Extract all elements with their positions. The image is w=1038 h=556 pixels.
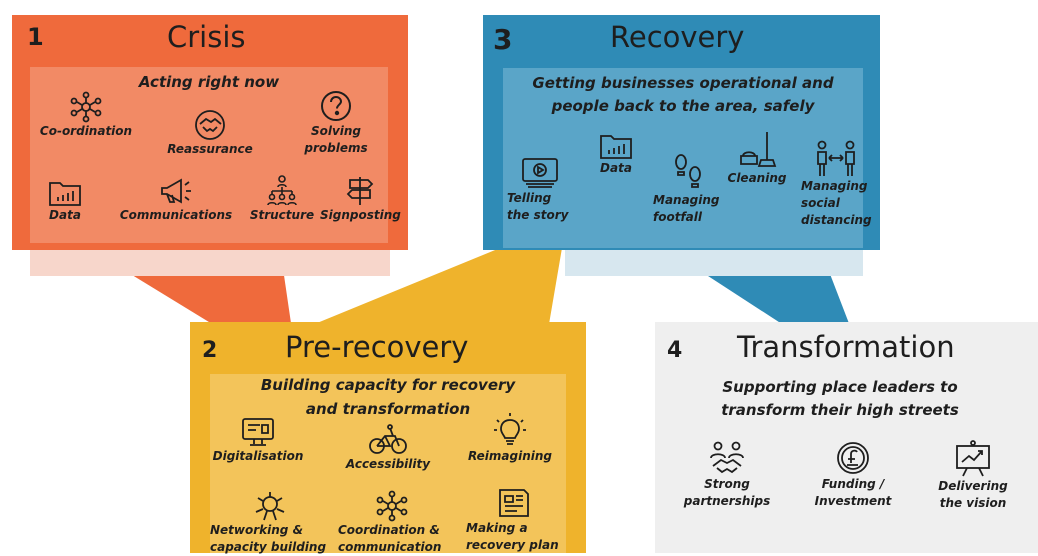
footprints-icon xyxy=(675,154,701,188)
bicycle-icon xyxy=(369,424,407,454)
partnerships-item: Strong partnerships xyxy=(677,440,777,510)
network-icon xyxy=(70,91,102,123)
delivering-vision-label-1: Delivering xyxy=(938,479,1008,493)
coordination-communication-label-1: Coordination & xyxy=(338,523,440,537)
digitalisation-item: Digitalisation xyxy=(210,416,306,465)
computer-icon xyxy=(242,418,274,446)
structure-item: Structure xyxy=(242,175,322,224)
crisis-data-item: Data xyxy=(40,179,90,224)
pound-coin-icon xyxy=(837,442,869,474)
coordination-item: Co-ordination xyxy=(36,91,136,140)
question-icon xyxy=(321,91,351,121)
crisis-panel: 1 Crisis Acting right now Co-ordination … xyxy=(12,15,408,250)
stage-title: Transformation xyxy=(737,330,955,364)
megaphone-icon xyxy=(161,178,191,204)
coordination-communication-item: Coordination & communication xyxy=(338,490,446,556)
pre-recovery-panel: 2 Pre-recovery Building capacity for rec… xyxy=(190,322,586,556)
recovery-plan-item: Making a recovery plan xyxy=(466,486,562,554)
org-chart-icon xyxy=(267,175,297,206)
funding-label-1: Funding / xyxy=(821,477,885,491)
stage-subtitle-line-2: and transformation xyxy=(305,400,471,418)
stage-subtitle-line-1: Supporting place leaders to xyxy=(722,378,958,396)
group-hands-icon xyxy=(255,492,285,521)
stage-subtitle-line-2: people back to the area, safely xyxy=(551,97,815,115)
stage-number: 2 xyxy=(202,338,218,363)
pre-recovery-connector xyxy=(300,248,562,330)
network-icon xyxy=(376,490,408,522)
stage-subtitle-line-1: Getting businesses operational and xyxy=(532,74,834,92)
distancing-icon xyxy=(817,140,855,176)
recovery-plan-label-1: Making a xyxy=(466,521,528,535)
stage-title: Recovery xyxy=(610,20,745,54)
managing-footfall-item: Managing footfall xyxy=(653,152,723,226)
crisis-data-label: Data xyxy=(49,208,81,222)
partnerships-label-2: partnerships xyxy=(683,494,771,508)
communications-label: Communications xyxy=(119,208,233,222)
partnership-icon xyxy=(710,441,744,474)
signposting-item: Signposting xyxy=(320,175,401,224)
signposting-label: Signposting xyxy=(320,208,401,222)
networking-label-2: capacity building xyxy=(210,540,327,554)
stage-subtitle-line-1: Building capacity for recovery xyxy=(260,376,516,394)
networking-item: Networking & capacity building xyxy=(210,490,330,556)
telling-story-label-1: Telling xyxy=(507,191,552,205)
coordination-label: Co-ordination xyxy=(39,124,133,138)
stage-title: Pre-recovery xyxy=(285,330,469,364)
recovery-data-item: Data xyxy=(591,132,641,177)
stage-number: 4 xyxy=(667,338,683,363)
coordination-communication-label-2: communication xyxy=(338,540,442,554)
cleaning-label: Cleaning xyxy=(727,171,787,185)
stage-title: Crisis xyxy=(167,20,246,54)
networking-label-1: Networking & xyxy=(210,523,304,537)
delivering-vision-label-2: the vision xyxy=(939,496,1007,510)
funding-item: Funding / Investment xyxy=(803,440,903,510)
presentation-board-icon xyxy=(956,440,990,477)
recovery-panel: 3 Recovery Getting businesses operationa… xyxy=(483,15,880,250)
partnerships-label-1: Strong xyxy=(704,477,750,491)
digitalisation-label: Digitalisation xyxy=(212,449,304,463)
video-screen-icon xyxy=(522,158,558,188)
social-distancing-label-1: Managing xyxy=(801,179,868,193)
managing-footfall-label-1: Managing xyxy=(653,193,720,207)
recovery-inner-box: Getting businesses operational and peopl… xyxy=(503,68,872,248)
stage-subtitle-line-2: transform their high streets xyxy=(721,401,959,419)
crisis-inner-box: Acting right now Co-ordination Reassuran… xyxy=(30,67,401,243)
cleaning-icon xyxy=(740,132,777,167)
communications-item: Communications xyxy=(118,175,234,224)
accessibility-item: Accessibility xyxy=(338,424,438,473)
data-folder-icon xyxy=(600,135,632,159)
stage-number: 3 xyxy=(493,23,513,56)
reassurance-item: Reassurance xyxy=(160,109,260,158)
stage-subtitle: Acting right now xyxy=(138,73,280,91)
social-distancing-label-3: distancing xyxy=(801,213,872,227)
pre-recovery-inner-box: Building capacity for recovery and trans… xyxy=(210,374,566,556)
recovery-plan-label-2: recovery plan xyxy=(466,538,559,552)
accessibility-label: Accessibility xyxy=(345,457,431,471)
reassurance-label: Reassurance xyxy=(167,142,253,156)
transformation-panel: 4 Transformation Supporting place leader… xyxy=(655,322,1038,553)
stage-number: 1 xyxy=(27,23,44,51)
social-distancing-item: Managing social distancing xyxy=(801,140,872,229)
signpost-icon xyxy=(346,177,374,205)
delivering-vision-item: Delivering the vision xyxy=(923,440,1023,512)
telling-story-label-2: the story xyxy=(507,208,569,222)
recovery-panel-shadow xyxy=(565,250,863,276)
telling-story-item: Telling the story xyxy=(507,156,573,224)
handshake-icon xyxy=(195,110,225,140)
funding-label-2: Investment xyxy=(814,494,892,508)
solving-problems-label: Solving problems xyxy=(304,124,368,155)
plan-map-icon xyxy=(499,489,529,517)
recovery-data-label: Data xyxy=(600,161,632,175)
lightbulb-icon xyxy=(494,413,526,445)
cleaning-item: Cleaning xyxy=(725,130,789,187)
reimagining-label: Reimagining xyxy=(468,449,552,463)
reimagining-item: Reimagining xyxy=(462,412,558,465)
solving-problems-item: Solving problems xyxy=(282,89,390,157)
social-distancing-label-2: social xyxy=(801,196,840,210)
data-folder-icon xyxy=(49,182,81,206)
managing-footfall-label-2: footfall xyxy=(653,210,702,224)
crisis-panel-shadow xyxy=(30,250,390,276)
structure-label: Structure xyxy=(249,208,315,222)
